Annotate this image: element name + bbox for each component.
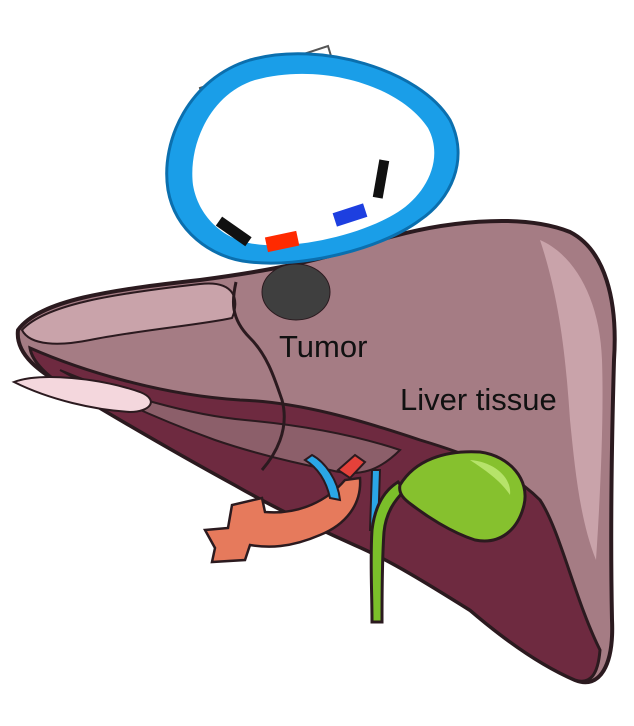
liver-fissure: [231, 281, 286, 471]
ultrasound-probe: [165, 44, 460, 265]
tumor-label: Tumor: [279, 329, 368, 364]
gallbladder-highlight: [470, 460, 511, 495]
tumor-mass: [261, 263, 331, 321]
electrode-black-left: [215, 216, 252, 247]
liver-left-lobe-light: [20, 282, 237, 345]
portal-vein: [202, 476, 362, 564]
probe-inner: [192, 73, 435, 246]
hepatic-artery: [336, 453, 367, 480]
liver-tissue-label: Liver tissue: [400, 382, 557, 417]
gallbladder-group: [369, 450, 527, 624]
liver-lobe-tip: [11, 376, 152, 414]
liver-mid-band: [59, 369, 402, 475]
hilum-vessels: [202, 453, 382, 564]
electrode-blue: [332, 203, 368, 227]
liver-right-shading: [540, 240, 603, 560]
electrode-red: [264, 230, 300, 253]
electrode-black-right: [372, 159, 390, 199]
